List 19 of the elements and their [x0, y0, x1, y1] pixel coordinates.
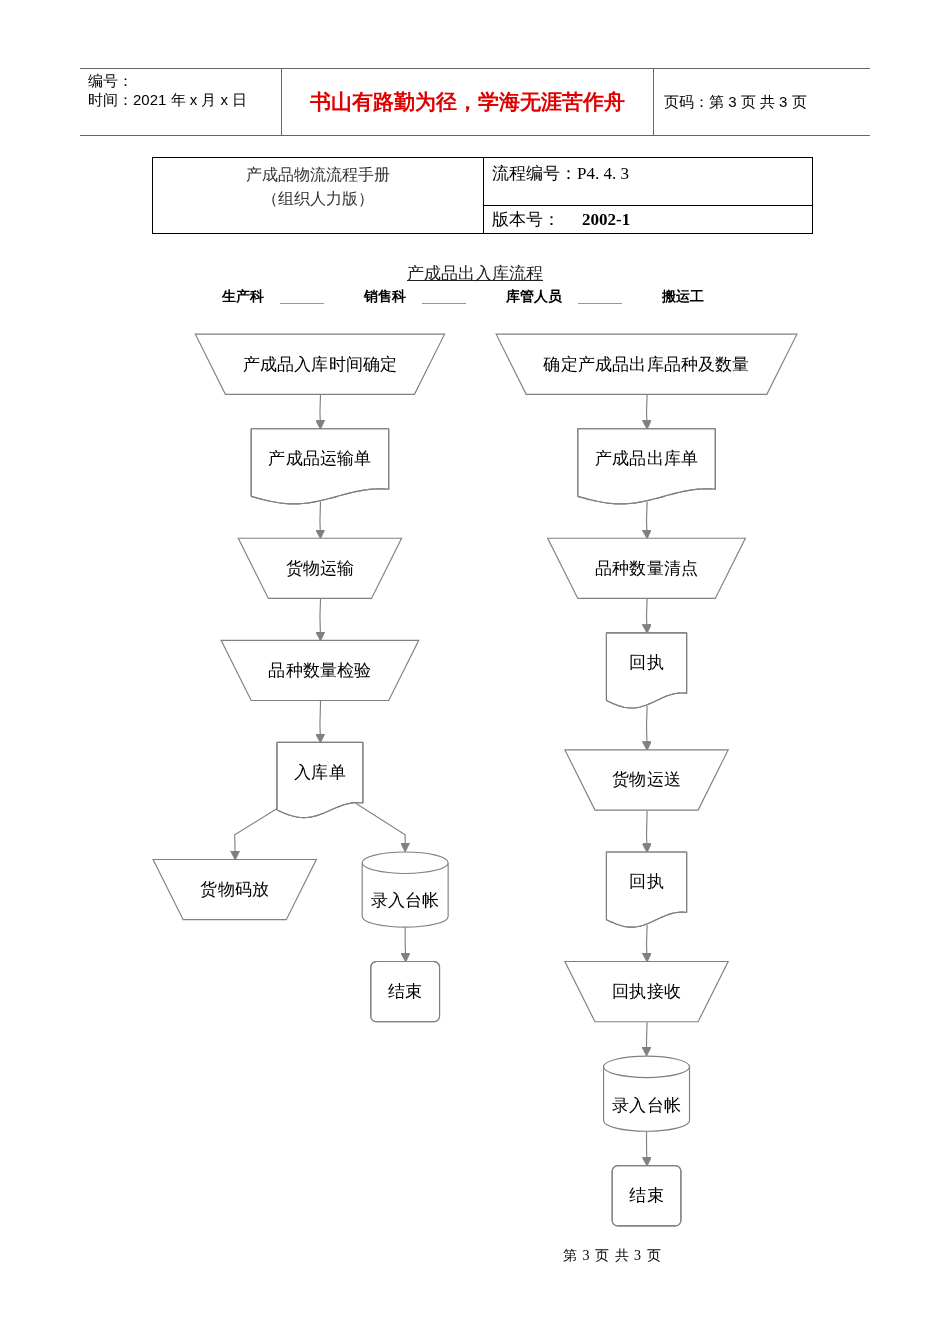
footer-page-number: 第 3 页 共 3 页 [563, 1248, 662, 1263]
number-field-label: 编号： [88, 71, 134, 90]
lane-header: 生产科 [222, 288, 264, 306]
manual-subtitle: （组织人力版） [261, 189, 375, 209]
lane-header: 搬运工 [662, 288, 704, 306]
arrow [641, 1021, 652, 1057]
lane-header: 销售科 [364, 288, 406, 306]
motto-text: 书山有路勤为径，学海无涯苦作舟 [310, 89, 625, 116]
lane-header: 库管人员 [506, 288, 562, 306]
arrow [400, 926, 411, 963]
diagram-title: 产成品出入库流程 [407, 264, 543, 283]
manual-title: 产成品物流流程手册 [245, 165, 391, 185]
process-code-text: 流程编号：P4. 4. 3 [492, 164, 629, 183]
version-label: 版本号： [492, 209, 560, 231]
version-number: 2002-1 [582, 209, 631, 230]
arrow [355, 802, 411, 853]
date-field-label: 时间：2021 年 x 月 x 日 [88, 90, 249, 109]
arrow [641, 1130, 652, 1167]
page-number-text: 页码：第 3 页 共 3 页 [664, 92, 807, 112]
